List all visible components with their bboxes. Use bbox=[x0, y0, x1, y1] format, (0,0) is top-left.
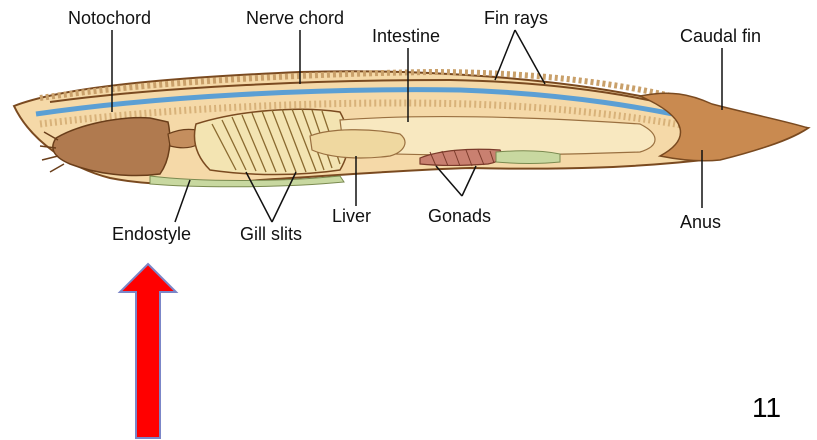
label-caudal-fin: Caudal fin bbox=[680, 26, 761, 46]
label-fin-rays: Fin rays bbox=[484, 8, 548, 28]
label-anus: Anus bbox=[680, 212, 721, 232]
page-number: 11 bbox=[752, 392, 781, 424]
label-gill-slits: Gill slits bbox=[240, 224, 302, 244]
label-gonads: Gonads bbox=[428, 206, 491, 226]
liver bbox=[310, 130, 405, 158]
label-notochord: Notochord bbox=[68, 8, 151, 28]
label-liver: Liver bbox=[332, 206, 371, 226]
label-intestine: Intestine bbox=[372, 26, 440, 46]
fin-rays-pointer-1 bbox=[495, 30, 515, 80]
gonads-green-band bbox=[496, 151, 560, 164]
label-endostyle: Endostyle bbox=[112, 224, 191, 244]
gonads-pointer-2 bbox=[462, 166, 476, 196]
red-arrow bbox=[120, 264, 176, 438]
gonads-pointer-1 bbox=[436, 166, 462, 196]
label-nerve-chord: Nerve chord bbox=[246, 8, 344, 28]
